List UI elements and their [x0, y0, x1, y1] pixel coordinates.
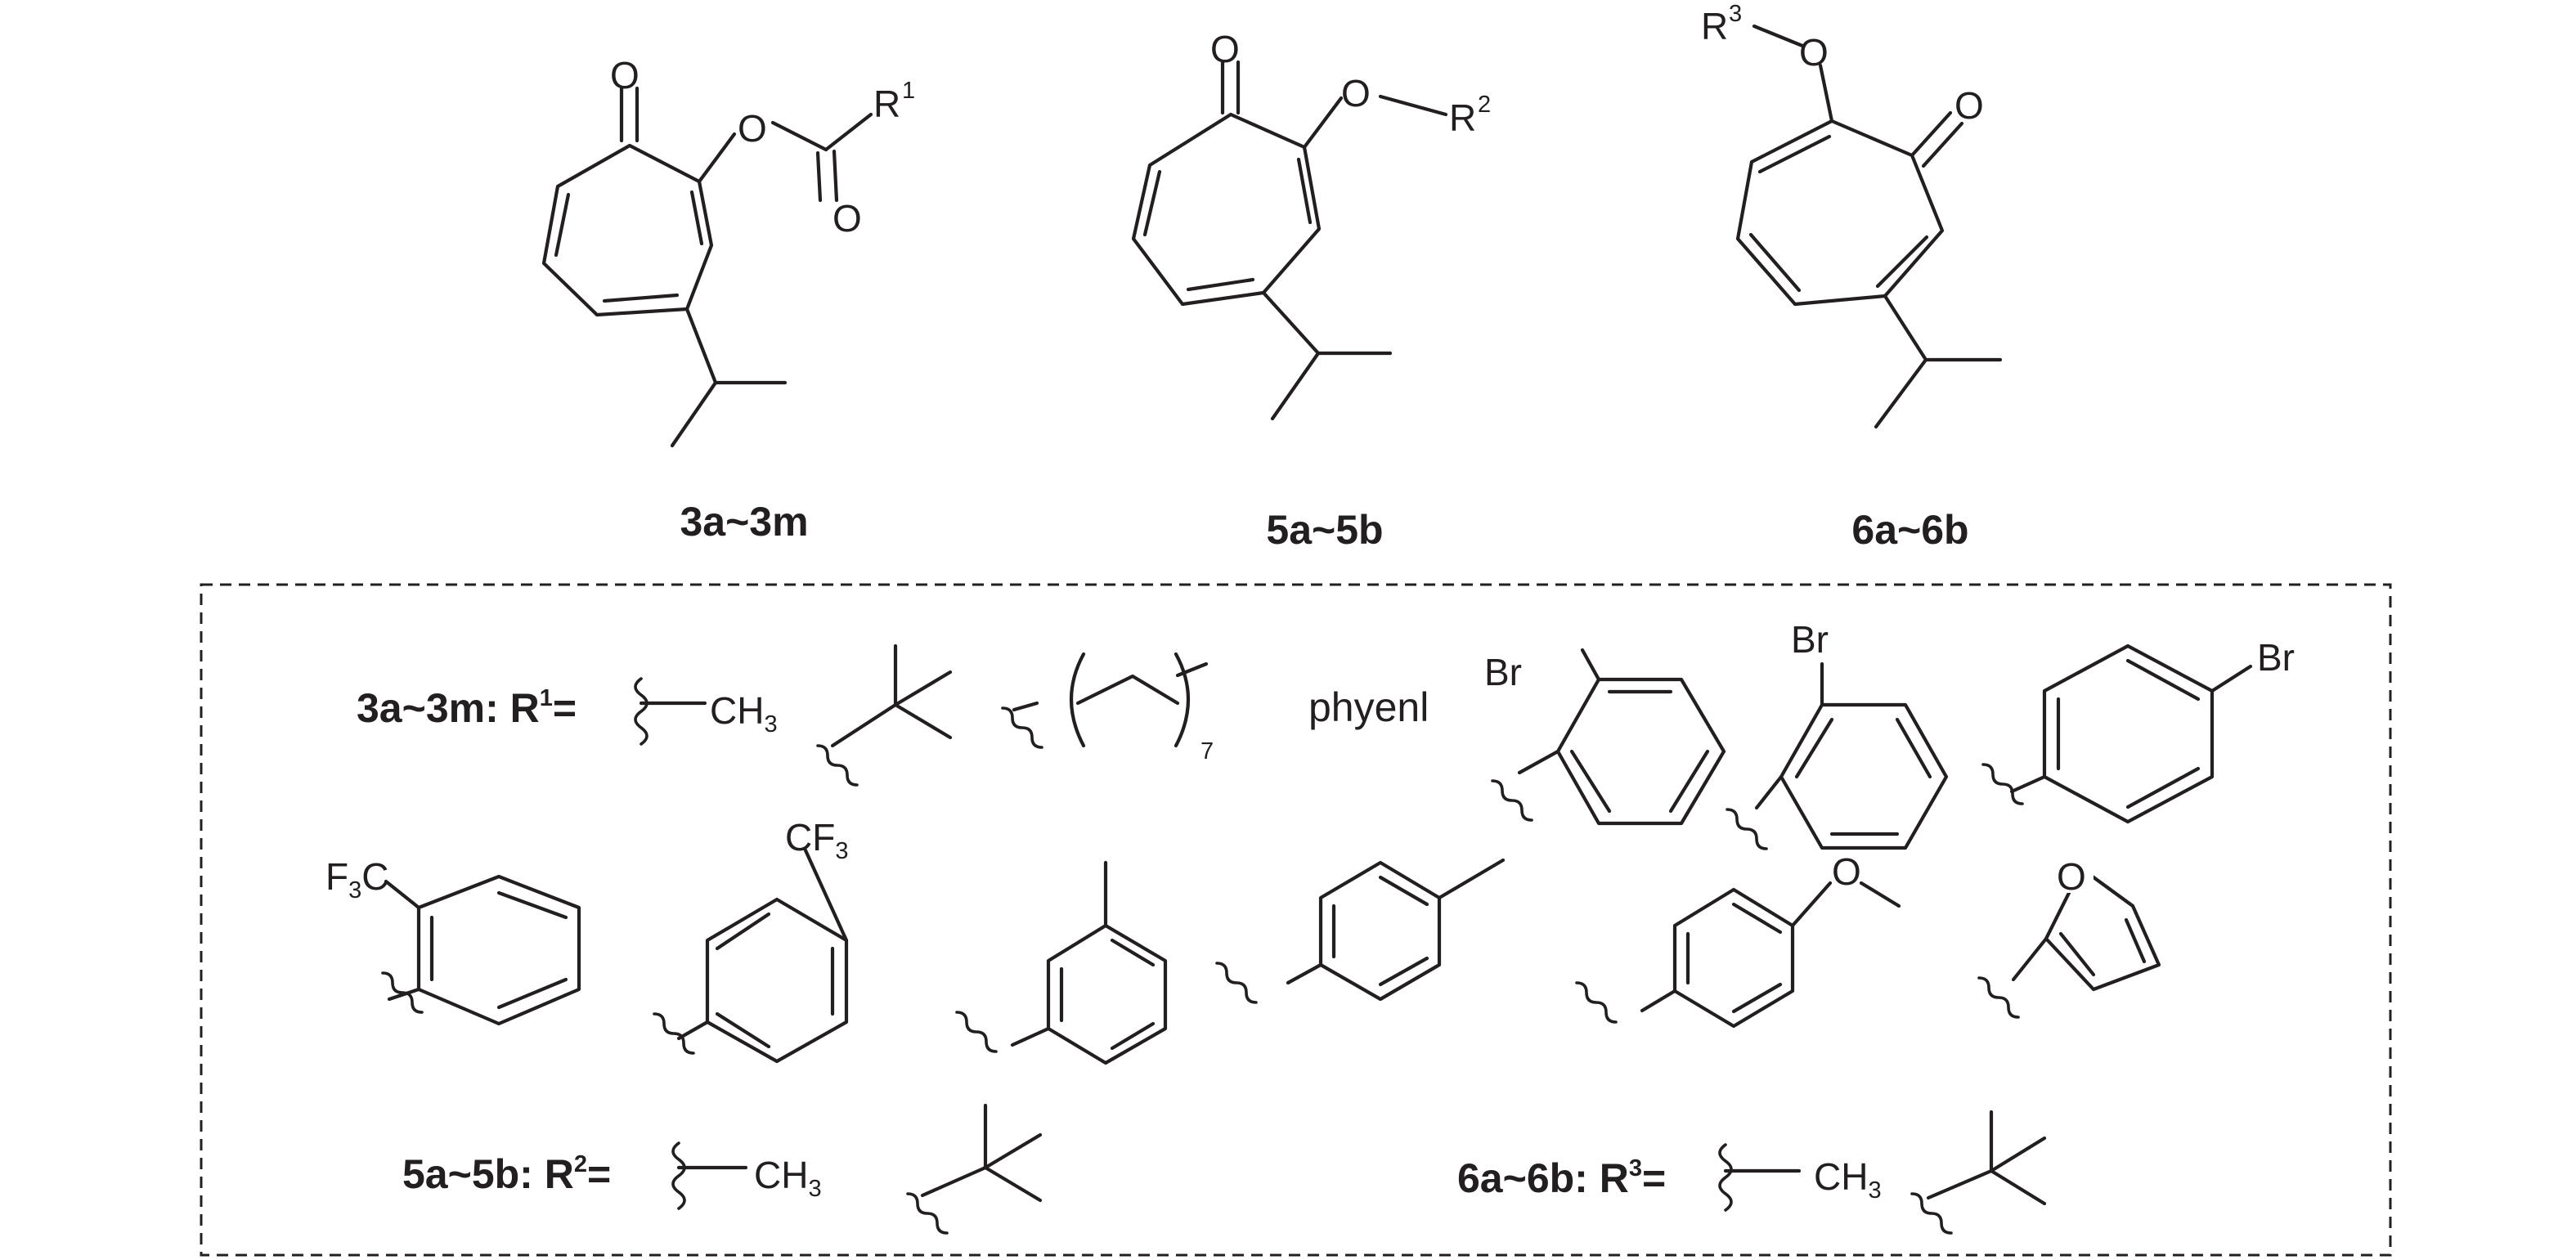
wavy-bond-icon	[653, 1012, 695, 1055]
structure-6a-6b: O O R 3 6a~6b	[1701, 1, 2003, 553]
wavy-bond-icon	[671, 1141, 686, 1210]
wavy-bond-icon	[906, 1192, 949, 1235]
2-furyl: O	[1977, 850, 2161, 1019]
svg-text:Br: Br	[2257, 636, 2295, 679]
methyl-group: CH3	[710, 689, 778, 738]
ether-oxygen: O	[1341, 72, 1371, 114]
wavy-bond-icon	[1575, 981, 1618, 1024]
substituent-box	[200, 583, 2392, 1257]
repeat-count: 7	[1200, 738, 1214, 765]
cf3-group: CF3	[785, 816, 848, 864]
3-methylphenyl	[955, 860, 1168, 1065]
2-bromophenyl: Br	[1484, 648, 1726, 826]
r-group-superscript: 2	[1478, 92, 1491, 118]
wavy-bond-icon	[634, 677, 648, 746]
r3-row: 6a~6b: R3= CH3	[1457, 1110, 2047, 1235]
r-group-label: R	[873, 83, 900, 125]
phenyl-text: phyenl	[1308, 684, 1429, 730]
ester-oxygen: O	[738, 107, 767, 150]
wavy-bond-icon	[1215, 962, 1258, 1004]
ether-oxygen: O	[1799, 31, 1829, 74]
r1-row-2: F3C CF3	[325, 816, 2161, 1065]
r2-row: 5a~5b: R2= CH3	[402, 1103, 1043, 1235]
methyl-group: CH3	[754, 1154, 822, 1202]
wavy-bond-icon	[1001, 706, 1043, 749]
wavy-bond-icon	[1981, 763, 2024, 805]
cf3-group: F3C	[325, 855, 388, 904]
wavy-bond-icon	[1977, 976, 2020, 1019]
4-bromophenyl: Br	[1981, 636, 2295, 824]
3-trifluoromethylphenyl: CF3	[653, 816, 848, 1064]
wavy-bond-icon	[816, 744, 859, 787]
wavy-bond-icon	[1491, 779, 1533, 822]
r1-label: 3a~3m: R1=	[357, 685, 577, 731]
structure-3a-3m: O O O R 1 3a~3m	[541, 54, 915, 545]
wavy-bond-icon	[381, 971, 424, 1014]
4-methoxyphenyl: O	[1575, 850, 1901, 1029]
structure-5a-5b: O O R 2 5a~5b	[1131, 28, 1491, 553]
svg-text:Br: Br	[1484, 651, 1522, 693]
methyl-group: CH3	[1814, 1155, 1882, 1204]
wavy-bond-icon	[1726, 808, 1768, 850]
carbonyl-oxygen: O	[610, 54, 640, 96]
r-group-label: R	[1701, 5, 1728, 47]
svg-text:O: O	[2057, 855, 2086, 898]
3-bromophenyl: Br	[1726, 618, 1949, 850]
compound-label-5a-5b: 5a~5b	[1266, 507, 1383, 553]
svg-text:O: O	[1832, 850, 1861, 893]
compound-label-3a-3m: 3a~3m	[680, 499, 808, 545]
carbonyl-oxygen: O	[1954, 84, 1984, 127]
wavy-bond-icon	[1718, 1143, 1733, 1212]
wavy-bond-icon	[955, 1011, 998, 1053]
r-group-superscript: 1	[902, 78, 915, 104]
r3-label: 6a~6b: R3=	[1457, 1155, 1666, 1201]
svg-text:Br: Br	[1791, 618, 1829, 661]
r1-row: 3a~3m: R1= CH3 7 phyenl Br	[357, 618, 2295, 850]
4-methylphenyl	[1215, 858, 1506, 1004]
2-trifluoromethylphenyl: F3C	[325, 855, 581, 1026]
compound-label-6a-6b: 6a~6b	[1851, 507, 1968, 553]
carbonyl-oxygen: O	[1210, 28, 1240, 70]
r-group-label: R	[1449, 96, 1476, 139]
r-group-superscript: 3	[1729, 1, 1742, 27]
r2-label: 5a~5b: R2=	[402, 1151, 611, 1197]
ester-carbonyl-oxygen: O	[832, 197, 862, 240]
wavy-bond-icon	[1910, 1192, 1953, 1235]
